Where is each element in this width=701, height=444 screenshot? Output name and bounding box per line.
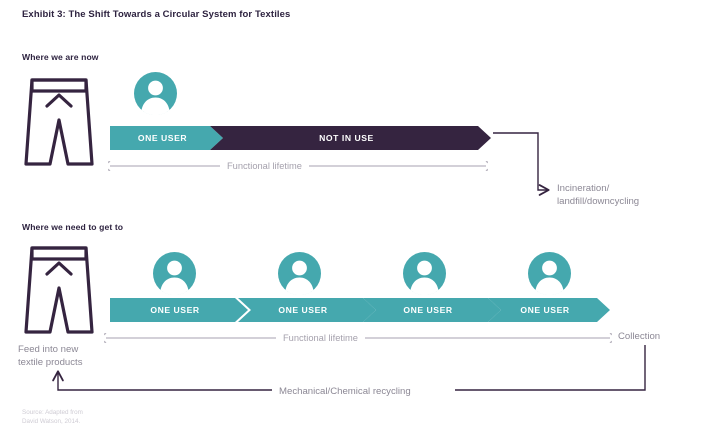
source-line1: Source: Adapted from <box>22 409 83 416</box>
page-title: Exhibit 3: The Shift Towards a Circular … <box>22 9 291 20</box>
user-avatar-icon <box>403 252 446 296</box>
collection-label: Collection <box>618 331 661 342</box>
functional-lifetime-ruler-now: Functional lifetime <box>108 158 488 174</box>
outflow-label-line2: landfill/downcycling <box>557 196 640 207</box>
recycling-connector-left <box>52 370 272 391</box>
ruler-label-now: Functional lifetime <box>220 158 309 174</box>
lifecycle-bar-future: ONE USER ONE USER ONE USER ONE USER <box>110 298 610 322</box>
trousers-icon-future <box>20 244 98 341</box>
outflow-label-line1: Incineration/ <box>557 183 610 194</box>
lifecycle-bar-now: ONE USER NOT IN USE <box>110 126 491 150</box>
user-avatar-icon <box>278 252 321 296</box>
feed-label-line2: textile products <box>18 357 83 368</box>
feed-label-line1: Feed into new <box>18 344 79 355</box>
trousers-icon-now <box>20 76 98 173</box>
bar-segment-one-user: ONE USER <box>238 298 376 322</box>
user-avatar-icon <box>528 252 571 296</box>
source-note: Source: Adapted from David Watson, 2014. <box>22 409 83 426</box>
recycling-label: Mechanical/Chemical recycling <box>279 386 411 397</box>
source-line2: David Watson, 2014. <box>22 417 81 425</box>
user-avatar-icon <box>134 72 177 116</box>
bar-segment-one-user: ONE USER <box>488 298 610 322</box>
outflow-connector-now <box>493 132 550 196</box>
recycling-connector-right <box>455 345 646 391</box>
bar-segment-one-user: ONE USER <box>363 298 501 322</box>
feed-into-new-products-label: Feed into new textile products <box>18 343 83 369</box>
bar-segment-one-user: ONE USER <box>110 298 248 322</box>
bar-segment-not-in-use: NOT IN USE <box>210 126 491 150</box>
outflow-label-incineration: Incineration/ landfill/downcycling <box>557 182 639 208</box>
section-heading-future: Where we need to get to <box>22 222 124 232</box>
functional-lifetime-ruler-future: Functional lifetime <box>104 330 612 346</box>
section-heading-now: Where we are now <box>22 52 99 62</box>
ruler-label-future: Functional lifetime <box>276 330 365 346</box>
user-avatar-icon <box>153 252 196 296</box>
bar-segment-one-user: ONE USER <box>110 126 223 150</box>
